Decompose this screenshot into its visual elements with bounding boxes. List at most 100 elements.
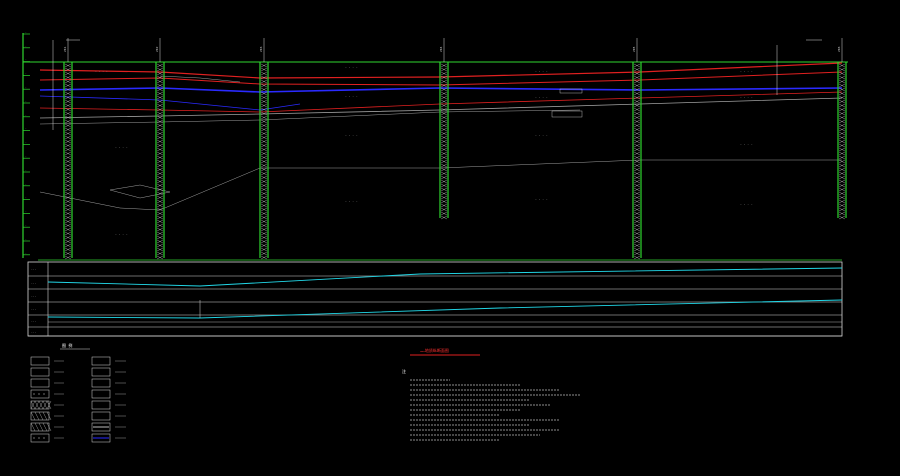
borehole-hatch: [633, 127, 641, 132]
borehole-label: ZK2: [155, 46, 159, 52]
borehole-hatch: [64, 171, 72, 176]
borehole-hatch: [838, 163, 846, 168]
borehole-hatch: [633, 103, 641, 108]
ruler-tick-label: ·: [25, 30, 27, 34]
borehole-hatch: [64, 207, 72, 212]
borehole-label: ZK5: [632, 46, 636, 52]
borehole-hatch: [838, 195, 846, 200]
borehole-hatch: [440, 151, 448, 156]
borehole-hatch: [440, 95, 448, 100]
borehole-hatch: [260, 139, 268, 144]
borehole-hatch: [64, 123, 72, 128]
borehole-hatch: [838, 159, 846, 164]
borehole-hatch: [838, 199, 846, 204]
borehole-hatch: [633, 79, 641, 84]
borehole-hatch: [156, 87, 164, 92]
grey-lens: [109, 184, 171, 199]
borehole-hatch: [633, 223, 641, 228]
borehole-hatch: [156, 91, 164, 96]
legend-hatch: [46, 411, 52, 421]
borehole-hatch: [633, 215, 641, 220]
borehole-hatch: [838, 123, 846, 128]
borehole-hatch: [64, 147, 72, 152]
legend-swatch: [30, 367, 64, 377]
borehole-hatch: [838, 131, 846, 136]
borehole-hatch: [633, 179, 641, 184]
legend-swatch: [30, 378, 64, 388]
borehole-hatch: [440, 155, 448, 160]
legend-swatch-box: [30, 378, 50, 388]
elevation-ticks: ·················: [23, 30, 30, 256]
borehole-hatch: [156, 115, 164, 120]
legend-swatch: [91, 400, 126, 410]
borehole-hatch: [156, 119, 164, 124]
borehole-hatch: [633, 147, 641, 152]
borehole-hatch: [440, 195, 448, 200]
legend-hatch: [42, 411, 48, 421]
borehole-hatch: [440, 115, 448, 120]
layer-note: - - - -: [345, 199, 358, 203]
borehole-hatch: [838, 151, 846, 156]
layer-note: - - - -: [535, 69, 548, 73]
layer-note: - - - -: [535, 197, 548, 201]
ruler-tick-label: ·: [25, 71, 27, 75]
borehole-hatch: [64, 95, 72, 100]
borehole-hatch: [64, 251, 72, 256]
borehole-hatch: [156, 179, 164, 184]
borehole-hatch: [440, 143, 448, 148]
legend-swatch: [30, 422, 64, 432]
borehole-hatch: [64, 247, 72, 252]
table-profile-line: [47, 267, 843, 287]
borehole-hatch: [633, 123, 641, 128]
borehole-hatch: [156, 79, 164, 84]
borehole-hatch: [440, 87, 448, 92]
legend-swatch: [30, 400, 64, 410]
borehole-hatch: [838, 179, 846, 184]
table-row-label: ...: [31, 330, 37, 334]
borehole-hatch: [260, 183, 268, 188]
table-row-label: ...: [31, 281, 37, 285]
borehole-hatch: [64, 211, 72, 216]
legend-swatch: [30, 433, 64, 443]
borehole-hatch: [260, 163, 268, 168]
borehole-hatch: [156, 131, 164, 136]
borehole-hatch: [260, 67, 268, 72]
borehole-hatch: [260, 99, 268, 104]
borehole-hatch: [440, 175, 448, 180]
borehole-hatch: [260, 111, 268, 116]
borehole-hatch: [633, 243, 641, 248]
borehole-hatch: [64, 115, 72, 120]
borehole-hatch: [64, 203, 72, 208]
borehole-hatch: [838, 111, 846, 116]
borehole-hatch: [633, 191, 641, 196]
borehole-hatch: [156, 151, 164, 156]
layer-note: - - - -: [345, 133, 358, 137]
borehole-hatch: [440, 75, 448, 80]
borehole-hatch: [838, 71, 846, 76]
borehole-hatch: [838, 119, 846, 124]
borehole-hatch: [260, 79, 268, 84]
borehole-hatch: [838, 171, 846, 176]
borehole-hatch: [156, 163, 164, 168]
borehole-hatch: [64, 107, 72, 112]
borehole-hatch: [156, 127, 164, 132]
borehole-hatch: [838, 135, 846, 140]
red-layer-3: [39, 91, 843, 113]
notes-lines: [410, 379, 580, 441]
borehole-hatch: [64, 179, 72, 184]
table-row-label: ...: [31, 307, 37, 311]
borehole-hatch: [156, 199, 164, 204]
borehole-hatch: [260, 143, 268, 148]
borehole-hatch: [260, 223, 268, 228]
borehole-hatch: [156, 135, 164, 140]
borehole-hatch: [440, 183, 448, 188]
layer-note: - - - -: [345, 65, 358, 69]
blue-layer: [39, 87, 843, 93]
legend-hatch: [38, 411, 44, 421]
borehole-hatch: [260, 95, 268, 100]
borehole-hatch: [156, 155, 164, 160]
borehole-hatch: [633, 159, 641, 164]
borehole-hatch: [156, 195, 164, 200]
ruler-tick-label: ·: [25, 223, 27, 227]
